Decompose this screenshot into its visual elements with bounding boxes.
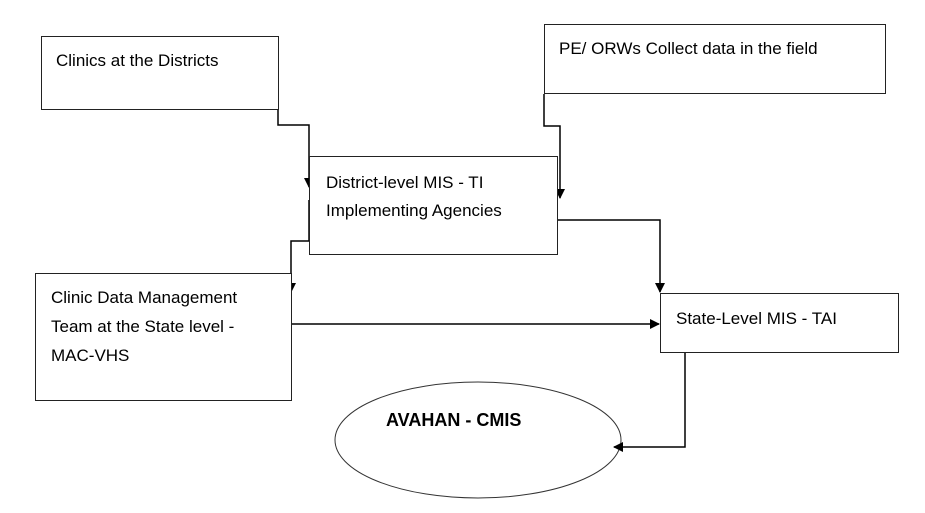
- edge-district-to-cdm: [286, 200, 310, 293]
- edge-state-to-avahan: [613, 346, 686, 452]
- node-clinic-data-management-team: Clinic Data Management Team at the State…: [35, 273, 292, 401]
- node-clinics-at-districts: Clinics at the Districts: [41, 36, 279, 110]
- node-label-line-1: District-level MIS - TI: [326, 173, 484, 192]
- node-state-level-mis: State-Level MIS - TAI: [660, 293, 899, 353]
- node-label-line-1: Clinic Data Management: [51, 288, 238, 307]
- edge-district-to-state: [558, 219, 665, 293]
- avahan-cmis-label: AVAHAN - CMIS: [386, 410, 522, 430]
- node-label-line-2: Implementing Agencies: [326, 201, 502, 220]
- node-pe-orws-collect-data: PE/ ORWs Collect data in the field: [544, 24, 886, 94]
- node-label: Clinics at the Districts: [56, 51, 219, 70]
- node-label-line-3: MAC-VHS: [51, 346, 130, 365]
- node-label: State-Level MIS - TAI: [676, 309, 837, 328]
- node-district-level-mis: District-level MIS - TI Implementing Age…: [309, 156, 558, 255]
- node-label: PE/ ORWs Collect data in the field: [559, 39, 818, 58]
- node-label-line-2: Team at the State level -: [51, 317, 235, 336]
- avahan-cmis-ellipse: [334, 381, 622, 499]
- edge-clinics-to-district: [277, 68, 314, 188]
